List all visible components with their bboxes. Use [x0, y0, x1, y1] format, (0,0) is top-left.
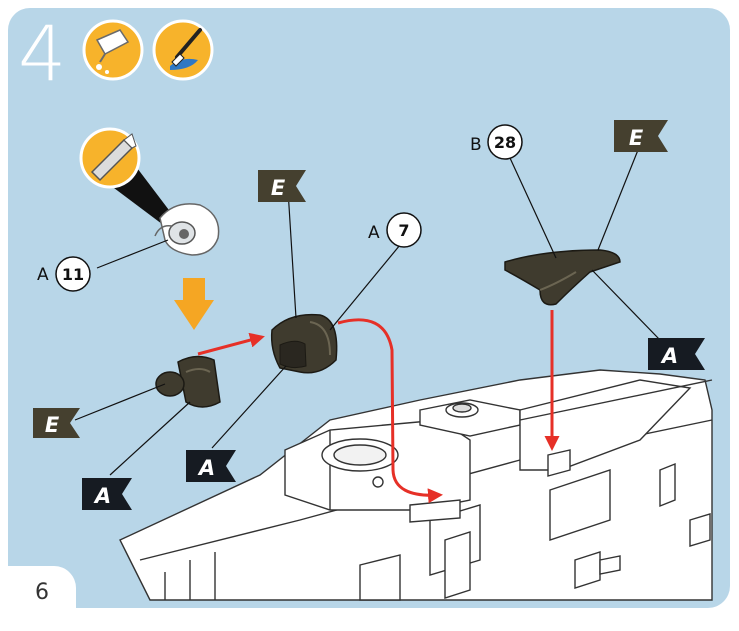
page-number: 6	[35, 580, 49, 605]
flag-e-mid: E	[258, 170, 306, 202]
craft-knife-icon	[79, 127, 178, 230]
leader-lines	[74, 144, 661, 476]
callout-b28: B 28	[470, 124, 523, 160]
part-collar-e	[155, 355, 221, 408]
flag-letter: A	[660, 344, 678, 368]
flag-a-right: A	[648, 338, 705, 370]
callout-prefix: B	[470, 135, 482, 155]
part-a7	[270, 313, 338, 374]
callout-number: 11	[62, 265, 84, 284]
assembly-arrows	[197, 310, 560, 504]
flag-a-small: A	[82, 478, 132, 510]
callout-prefix: A	[368, 223, 380, 243]
step-number: 4	[18, 9, 67, 98]
callout-a11: A 11	[37, 256, 91, 292]
flag-letter: A	[93, 484, 111, 508]
callout-number: 7	[398, 221, 409, 240]
part-b28	[504, 249, 621, 306]
callout-prefix: A	[37, 265, 49, 285]
page-number-tab	[0, 566, 76, 631]
flag-letter: E	[45, 413, 60, 437]
callout-number: 28	[494, 133, 516, 152]
helicopter-fuselage	[119, 369, 713, 601]
flag-e-small: E	[33, 408, 80, 438]
down-arrow	[174, 278, 214, 330]
flag-a-mid: A	[186, 450, 236, 482]
flag-letter: E	[629, 126, 644, 150]
flag-e-top: E	[614, 120, 668, 152]
glue-tube-icon	[82, 19, 144, 81]
flag-letter: E	[271, 176, 286, 200]
flag-letter: A	[197, 456, 215, 480]
part-a11	[154, 203, 220, 256]
callout-a7: A 7	[368, 212, 422, 248]
paint-brush-icon	[152, 19, 214, 81]
